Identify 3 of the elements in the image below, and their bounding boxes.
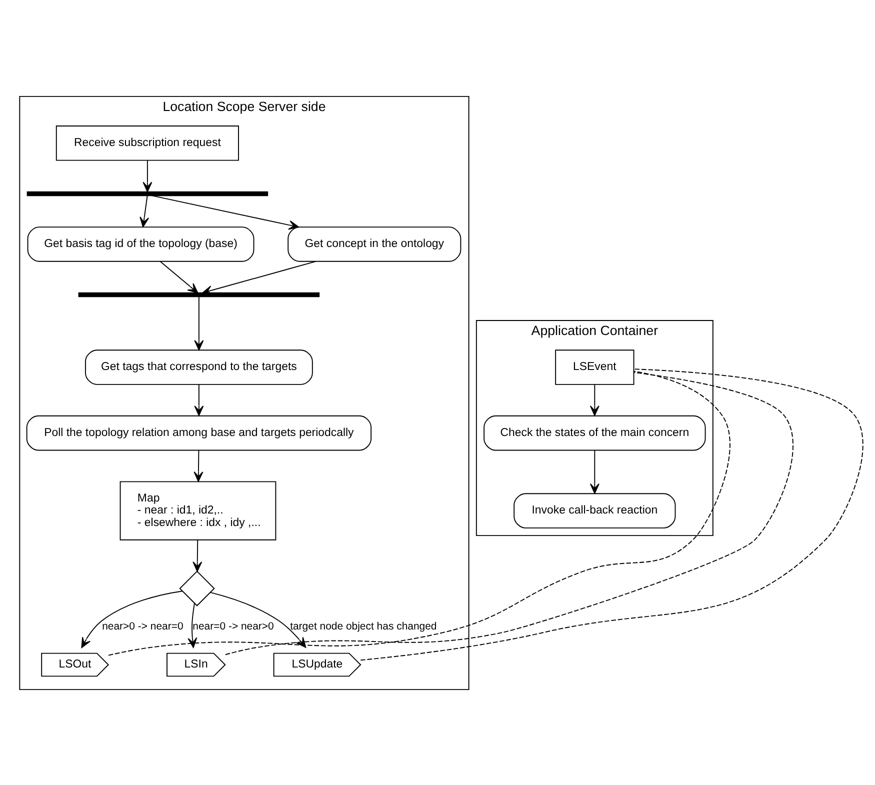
edge-label: near>0 -> near=0 [102,620,184,632]
edge-label: near=0 -> near>0 [192,620,274,632]
edge-label: target node object has changed [290,620,437,632]
